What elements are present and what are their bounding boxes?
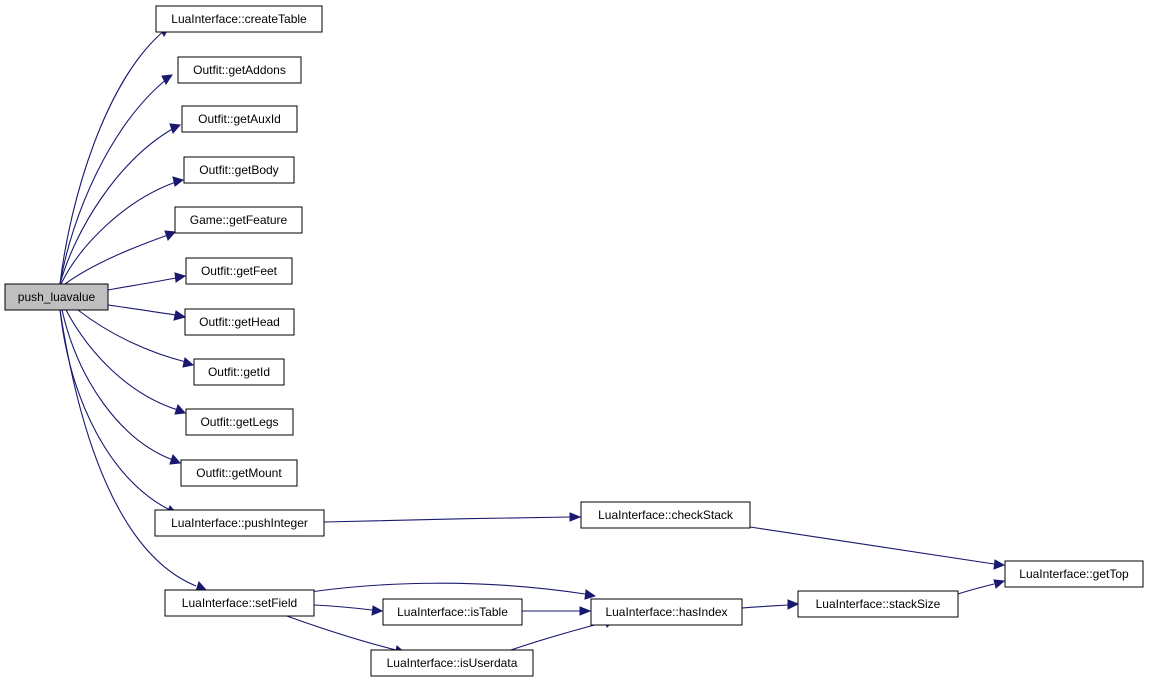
node-label: Outfit::getAuxId	[198, 112, 281, 126]
node-getHead[interactable]: Outfit::getHead	[184, 308, 295, 336]
node-label: Outfit::getLegs	[200, 415, 278, 429]
node-isTable[interactable]: LuaInterface::isTable	[382, 598, 523, 626]
edge-push_luavalue-getFeet	[107, 272, 187, 291]
edge-stackSize-getTop	[957, 579, 1006, 595]
edge-hasIndex-stackSize	[741, 599, 800, 610]
node-label: LuaInterface::pushInteger	[171, 516, 308, 530]
node-label: LuaInterface::createTable	[171, 12, 307, 26]
node-stackSize[interactable]: LuaInterface::stackSize	[797, 590, 959, 618]
node-getFeet[interactable]: Outfit::getFeet	[185, 257, 293, 285]
node-label: LuaInterface::hasIndex	[605, 605, 727, 619]
edge-push_luavalue-getAuxId	[59, 123, 182, 285]
edge-push_luavalue-getMount	[61, 309, 182, 465]
node-label: Outfit::getFeet	[201, 264, 278, 278]
edge-push_luavalue-getHead	[107, 304, 187, 321]
node-checkStack[interactable]: LuaInterface::checkStack	[580, 501, 751, 529]
node-getLegs[interactable]: Outfit::getLegs	[185, 408, 294, 436]
nodes-layer: push_luavalue LuaInterface::createTable …	[4, 5, 1144, 677]
edge-push_luavalue-setField	[59, 309, 208, 592]
node-getAddons[interactable]: Outfit::getAddons	[177, 56, 302, 84]
edge-push_luavalue-getLegs	[65, 309, 187, 415]
node-label: LuaInterface::setField	[182, 596, 297, 610]
node-getTop[interactable]: LuaInterface::getTop	[1004, 560, 1144, 588]
node-label: LuaInterface::isTable	[397, 605, 508, 619]
edge-push_luavalue-getFeature	[64, 230, 177, 285]
node-setField[interactable]: LuaInterface::setField	[164, 589, 315, 617]
node-label: LuaInterface::stackSize	[816, 597, 941, 611]
edge-push_luavalue-createTable	[59, 26, 170, 285]
node-label: Outfit::getBody	[199, 163, 278, 177]
edge-setField-hasIndex	[309, 582, 597, 600]
node-label: Game::getFeature	[190, 213, 288, 227]
node-push_luavalue[interactable]: push_luavalue	[4, 283, 109, 311]
edge-isTable-hasIndex	[522, 606, 592, 616]
edge-push_luavalue-getBody	[60, 176, 185, 285]
node-getAuxId[interactable]: Outfit::getAuxId	[181, 105, 298, 133]
node-label: Outfit::getHead	[199, 315, 280, 329]
edge-checkStack-getTop	[749, 526, 1006, 570]
node-label: push_luavalue	[18, 290, 96, 304]
node-getBody[interactable]: Outfit::getBody	[183, 156, 295, 184]
edge-pushInteger-checkStack	[323, 512, 582, 523]
node-label: Outfit::getMount	[196, 466, 282, 480]
node-hasIndex[interactable]: LuaInterface::hasIndex	[590, 598, 743, 626]
node-getId[interactable]: Outfit::getId	[193, 358, 285, 386]
node-getFeature[interactable]: Game::getFeature	[174, 206, 303, 234]
node-pushInteger[interactable]: LuaInterface::pushInteger	[154, 509, 325, 537]
node-createTable[interactable]: LuaInterface::createTable	[155, 5, 323, 33]
edge-push_luavalue-getAddons	[59, 74, 174, 285]
node-label: LuaInterface::isUserdata	[387, 656, 518, 670]
node-label: Outfit::getId	[208, 365, 270, 379]
edge-push_luavalue-getId	[77, 309, 195, 368]
node-label: Outfit::getAddons	[193, 63, 286, 77]
edge-setField-isTable	[313, 604, 384, 616]
edge-push_luavalue-pushInteger	[59, 309, 179, 515]
node-isUserdata[interactable]: LuaInterface::isUserdata	[370, 649, 534, 677]
node-label: LuaInterface::getTop	[1019, 567, 1129, 581]
node-getMount[interactable]: Outfit::getMount	[180, 459, 298, 487]
node-label: LuaInterface::checkStack	[598, 508, 734, 522]
